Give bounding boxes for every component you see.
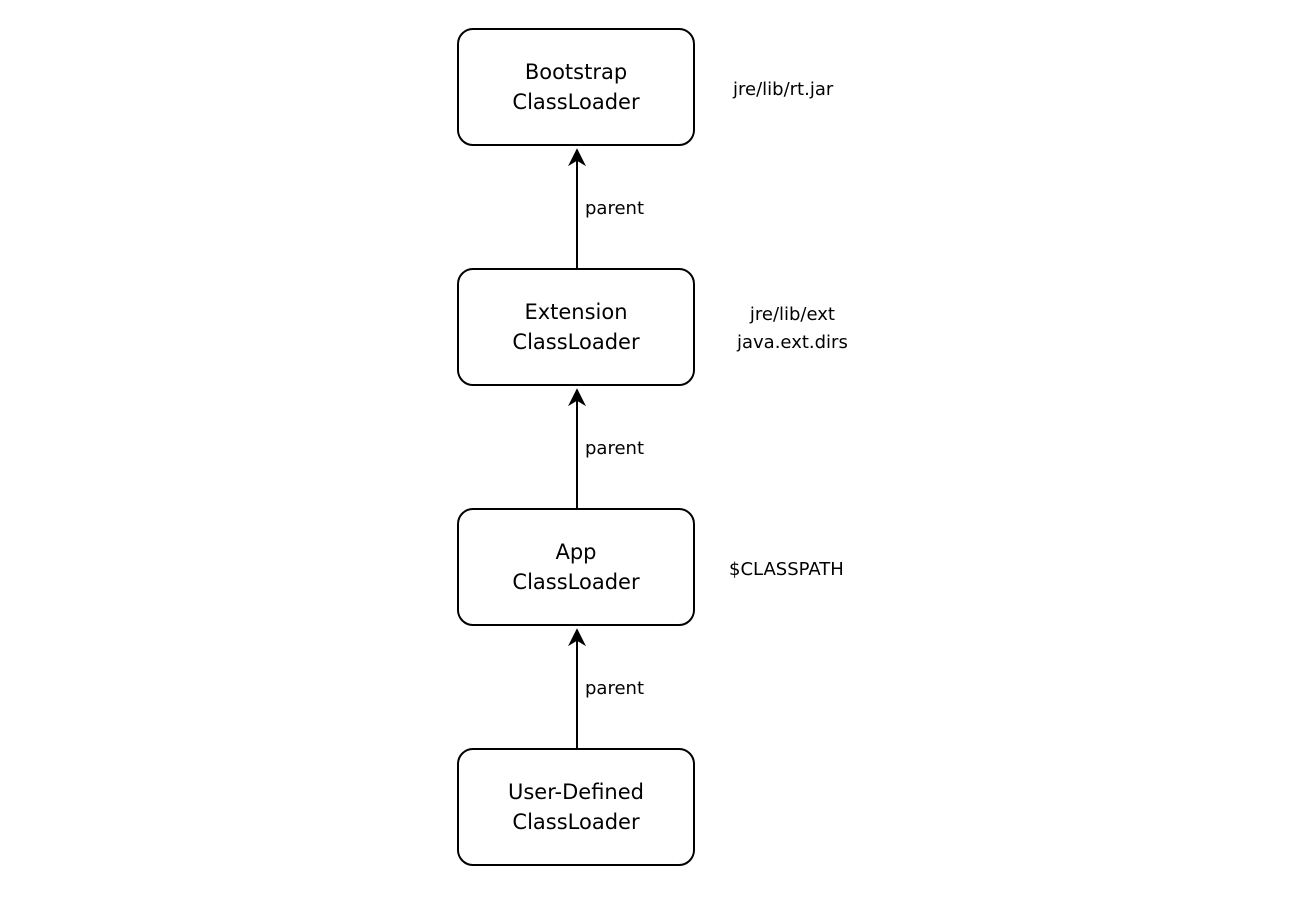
extension-node-line2: ClassLoader	[512, 330, 640, 354]
app-note: $CLASSPATH	[729, 556, 844, 584]
edge-label-ext-to-bootstrap: parent	[585, 198, 645, 219]
user-defined-node-line2: ClassLoader	[512, 810, 640, 834]
app-node-line2: ClassLoader	[512, 570, 640, 594]
bootstrap-note-line: jre/lib/rt.jar	[733, 79, 834, 100]
app-classloader-node: App ClassLoader	[457, 508, 695, 626]
bootstrap-node-line1: Bootstrap	[524, 60, 628, 84]
edge-label-user-to-app: parent	[585, 678, 645, 699]
edge-label-app-to-ext: parent	[585, 438, 645, 459]
bootstrap-classloader-node: Bootstrap ClassLoader	[457, 28, 695, 146]
extension-node-line1: Extension	[524, 300, 628, 324]
user-defined-node-line1: User-Defined	[508, 780, 644, 804]
extension-note-line-2: java.ext.dirs	[737, 332, 848, 353]
extension-note-line-1: jre/lib/ext	[749, 304, 835, 325]
bootstrap-node-line2: ClassLoader	[512, 90, 640, 114]
bootstrap-note: jre/lib/rt.jar	[733, 76, 833, 104]
extension-note: jre/lib/ext java.ext.dirs	[737, 301, 848, 357]
app-node-line1: App	[555, 540, 597, 564]
extension-classloader-node: Extension ClassLoader	[457, 268, 695, 386]
user-defined-classloader-node: User-Defined ClassLoader	[457, 748, 695, 866]
app-note-line: $CLASSPATH	[729, 559, 844, 580]
